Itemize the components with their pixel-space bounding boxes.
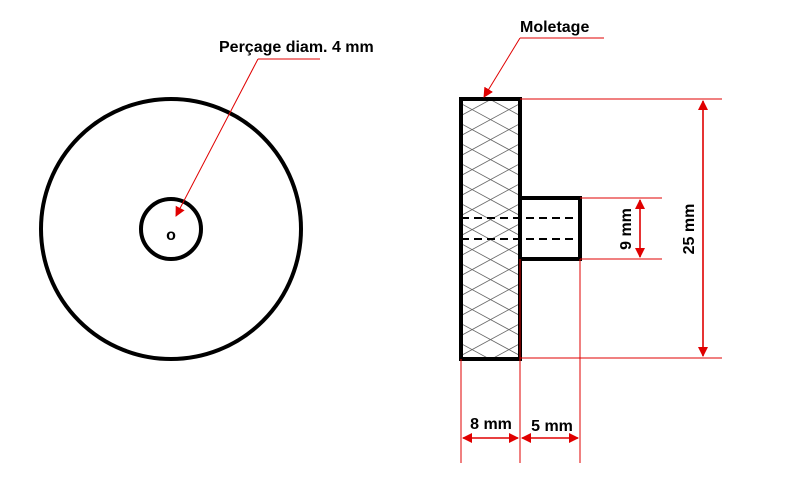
knurl-line [461, 323, 520, 356]
hole-symbol: o [166, 227, 176, 244]
knurling-label: Moletage [520, 19, 589, 36]
stem-body [518, 196, 582, 261]
knurling-callout: Moletage [483, 19, 604, 98]
knurl-line [461, 343, 491, 359]
front-view: o [39, 97, 303, 361]
dim-text-8: 8 mm [470, 416, 512, 433]
knurl-line [461, 364, 520, 396]
knurl-line [461, 283, 520, 316]
drill-label: Perçage diam. 4 mm [219, 39, 374, 56]
knurl-line [461, 384, 520, 416]
knurl-line [461, 203, 520, 236]
knurl-line [461, 103, 520, 136]
knurl-line [461, 183, 520, 216]
side-view [459, 64, 582, 416]
knurling-leader-arrow [483, 37, 521, 98]
dim-text-5: 5 mm [531, 418, 573, 435]
drill-leader-arrow [175, 58, 259, 217]
outer-circle [39, 97, 303, 361]
knurl-line [461, 123, 520, 156]
dimension-widths: 8 mm 5 mm [460, 259, 581, 463]
knurl-line [461, 143, 520, 176]
dimension-stem-height: 9 mm [580, 197, 662, 260]
knurl-line [461, 64, 520, 96]
dim-text-9: 9 mm [618, 208, 635, 250]
knurl-line [490, 343, 520, 359]
dimension-total-diameter: 25 mm [520, 98, 722, 359]
knurl-line [461, 384, 520, 416]
knurl-line [461, 163, 520, 196]
knurl-line [461, 364, 520, 396]
boss-circle [139, 197, 203, 261]
drill-callout: Perçage diam. 4 mm [175, 39, 374, 217]
knurl-line [461, 243, 520, 276]
knurl-line [461, 263, 520, 296]
dim-text-25: 25 mm [681, 204, 698, 255]
knurl-line [461, 64, 520, 96]
knurl-line [461, 303, 520, 336]
